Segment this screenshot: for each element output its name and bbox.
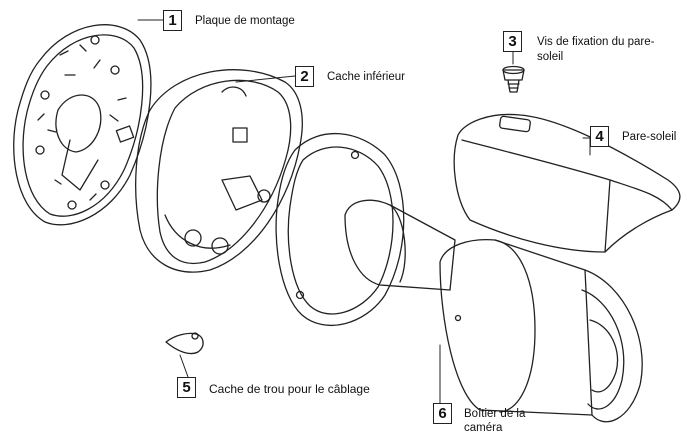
leader-lines xyxy=(137,19,591,404)
callout-5-label: Cache de trou pour le câblage xyxy=(209,382,370,396)
callout-4-number: 4 xyxy=(590,126,609,147)
callout-2-label: Cache inférieur xyxy=(327,71,405,83)
callout-1-number: 1 xyxy=(163,10,182,31)
callout-6-label: Boîtier de la caméra xyxy=(464,408,526,434)
mounting-plate-part xyxy=(13,24,152,226)
callout-3-label: Vis de fixation du pare-soleil xyxy=(537,36,655,63)
callout-2-number: 2 xyxy=(295,66,314,87)
sunshade-part xyxy=(453,113,681,253)
camera-body-part xyxy=(275,132,643,423)
callout-4-label: Pare-soleil xyxy=(622,131,677,143)
callout-1-label: Plaque de montage xyxy=(195,15,295,27)
callout-3-number: 3 xyxy=(503,31,522,52)
callout-5-number: 5 xyxy=(177,377,196,398)
lower-cover-part xyxy=(135,69,303,273)
callout-6-number: 6 xyxy=(433,403,452,424)
cable-hole-cover-part xyxy=(165,332,204,355)
sunshade-screw-part xyxy=(502,65,525,93)
